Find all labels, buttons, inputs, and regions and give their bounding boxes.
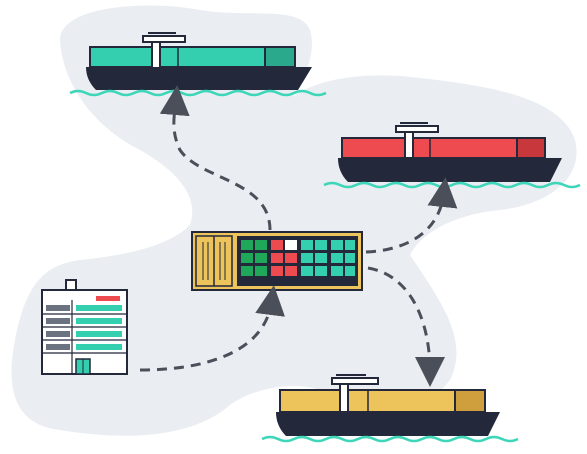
cargo-ship-icon bbox=[323, 122, 581, 189]
container-hub-icon bbox=[191, 231, 363, 291]
container-hub bbox=[191, 231, 363, 291]
arrow-hub-to-right-ship bbox=[365, 177, 458, 254]
ship-top bbox=[69, 32, 327, 97]
container-grid bbox=[241, 240, 355, 276]
cargo-ship-icon bbox=[261, 374, 519, 443]
arrow-hub-to-top-ship bbox=[159, 85, 272, 231]
arrow-building-to-hub bbox=[139, 285, 285, 372]
office-building-icon bbox=[41, 279, 128, 375]
ship-bottom bbox=[261, 374, 519, 443]
cargo-ship-icon bbox=[69, 32, 327, 97]
ship-right bbox=[323, 122, 581, 189]
background-blob bbox=[11, 5, 577, 436]
office-building bbox=[41, 279, 128, 375]
arrow-hub-to-bottom-ship bbox=[367, 266, 445, 387]
